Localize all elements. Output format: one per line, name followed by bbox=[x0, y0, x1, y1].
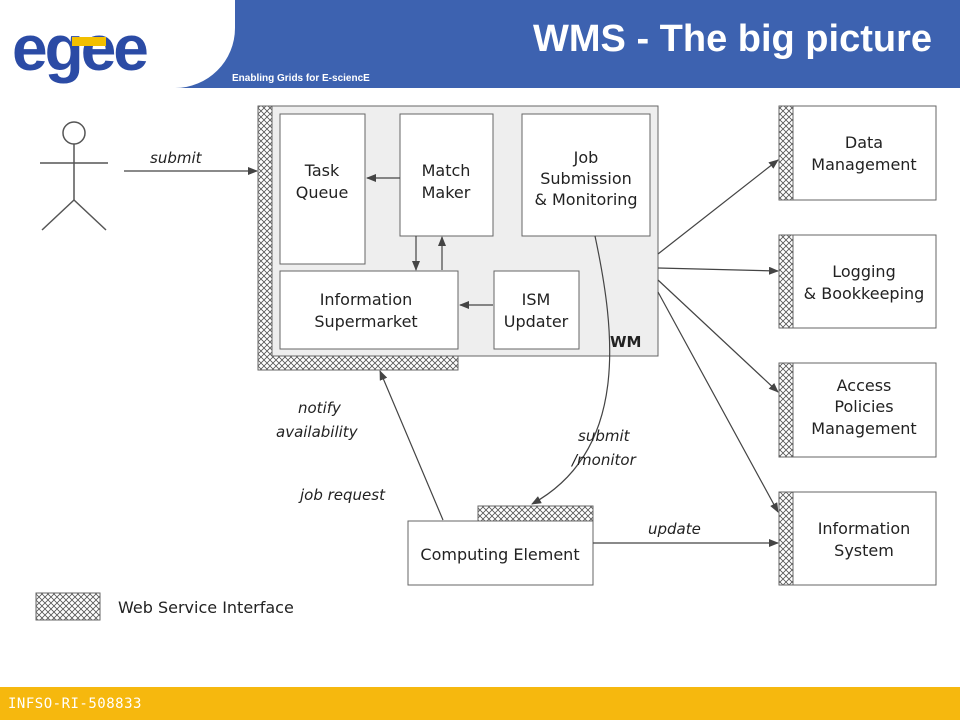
internal-arrows bbox=[366, 174, 493, 309]
computing-element-label: Computing Element bbox=[420, 545, 579, 564]
match-maker-line2: Maker bbox=[422, 183, 471, 202]
tagline: Enabling Grids for E-sciencE bbox=[232, 73, 370, 84]
match-maker-box: Match Maker bbox=[399, 113, 494, 237]
logo-text: egee bbox=[12, 12, 147, 84]
service-data-management: Data Management bbox=[778, 105, 937, 201]
info-supermarket-line1: Information bbox=[320, 290, 413, 309]
logo-area: egee bbox=[0, 0, 235, 88]
match-maker-line1: Match bbox=[422, 161, 471, 180]
egee-logo: egee bbox=[12, 12, 150, 84]
arrow-wm-data-management bbox=[657, 159, 779, 255]
task-queue-line1: Task bbox=[304, 161, 340, 180]
logging-line1: Logging bbox=[832, 262, 895, 281]
task-queue-line2: Queue bbox=[296, 183, 349, 202]
label-notify: notify bbox=[298, 399, 342, 417]
info-supermarket-line2: Supermarket bbox=[314, 312, 417, 331]
label-availability: availability bbox=[276, 423, 359, 441]
arrow-jobsubmission-ce bbox=[531, 235, 611, 505]
wm-service-arrows bbox=[657, 159, 779, 513]
label-submit-monitor-1: submit bbox=[578, 427, 631, 445]
footer-text: INFSO-RI-508833 bbox=[8, 696, 142, 712]
legend: Web Service Interface bbox=[35, 592, 294, 621]
access-policies-line2: Policies bbox=[834, 397, 893, 416]
service-access-policies: Access Policies Management bbox=[778, 362, 937, 458]
ism-updater-line2: Updater bbox=[504, 312, 569, 331]
arrow-wm-information-system bbox=[657, 291, 779, 513]
footer-bar: INFSO-RI-508833 bbox=[0, 687, 960, 720]
legend-label: Web Service Interface bbox=[118, 598, 294, 617]
job-submission-line1: Job bbox=[573, 148, 599, 167]
arrow-ce-wm bbox=[379, 370, 444, 521]
logging-line2: & Bookkeeping bbox=[804, 284, 925, 303]
access-policies-line1: Access bbox=[837, 376, 892, 395]
service-information-system: Information System bbox=[778, 491, 937, 586]
arrow-wm-access-policies bbox=[657, 279, 779, 393]
label-update: update bbox=[648, 520, 701, 538]
arrow-wm-logging bbox=[657, 266, 779, 275]
access-policies-line3: Management bbox=[811, 419, 916, 438]
label-job-request: job request bbox=[298, 486, 386, 504]
data-management-line1: Data bbox=[845, 133, 883, 152]
page-title: WMS - The big picture bbox=[533, 18, 932, 60]
ism-updater-box: ISM Updater bbox=[493, 270, 580, 350]
wm-label: WM bbox=[610, 333, 641, 351]
task-queue-box: Task Queue bbox=[279, 113, 366, 265]
information-supermarket-box: Information Supermarket bbox=[279, 270, 459, 350]
job-submission-box: Job Submission & Monitoring bbox=[521, 113, 651, 237]
information-system-line1: Information bbox=[818, 519, 911, 538]
computing-element-interface bbox=[477, 505, 594, 522]
data-management-line2: Management bbox=[811, 155, 916, 174]
job-submission-line3: & Monitoring bbox=[534, 190, 637, 209]
computing-element: Computing Element bbox=[407, 505, 594, 586]
legend-swatch bbox=[35, 592, 101, 621]
label-submit: submit bbox=[150, 149, 203, 167]
information-system-line2: System bbox=[834, 541, 894, 560]
job-submission-line2: Submission bbox=[540, 169, 632, 188]
service-logging-bookkeeping: Logging & Bookkeeping bbox=[778, 234, 937, 329]
logo-yellow-bar bbox=[72, 37, 106, 46]
ism-updater-line1: ISM bbox=[522, 290, 551, 309]
label-submit-monitor-2: /monitor bbox=[570, 451, 637, 469]
user-stick-figure bbox=[40, 121, 108, 231]
